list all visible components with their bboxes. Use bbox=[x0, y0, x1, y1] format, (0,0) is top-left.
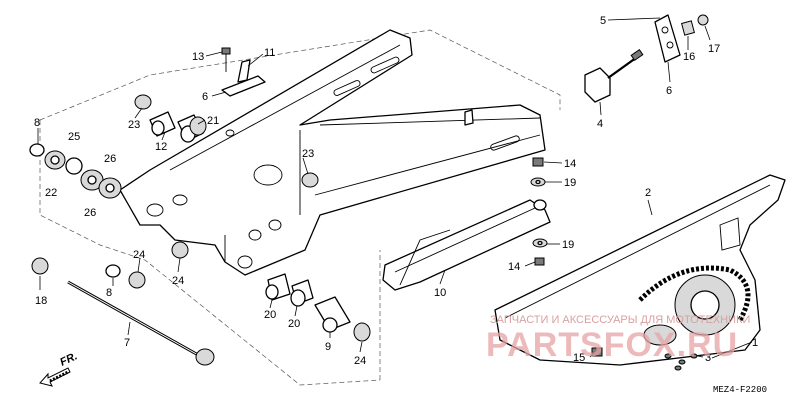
drive-chain bbox=[638, 265, 751, 346]
diagram-code: MEZ4-F2200 bbox=[713, 385, 767, 395]
callout-14: 14 bbox=[508, 261, 520, 273]
callout-23: 23 bbox=[302, 148, 314, 160]
callout-22: 22 bbox=[45, 187, 57, 199]
sprocket-bolts bbox=[664, 353, 698, 371]
brake-hose-clamp bbox=[221, 59, 266, 97]
callout-17: 17 bbox=[708, 43, 720, 55]
assembly-outline bbox=[39, 29, 561, 121]
callout-18: 18 bbox=[35, 295, 47, 307]
callout-13: 13 bbox=[192, 51, 204, 63]
bolt-washer-set-upper bbox=[530, 157, 546, 187]
callout-7: 7 bbox=[124, 337, 130, 349]
callout-23: 23 bbox=[128, 119, 140, 131]
callout-15: 15 bbox=[573, 352, 585, 364]
adjuster-plate bbox=[654, 14, 709, 63]
callout-10: 10 bbox=[434, 287, 446, 299]
callout-26: 26 bbox=[84, 207, 96, 219]
callout-20: 20 bbox=[288, 318, 300, 330]
callout-9: 9 bbox=[325, 341, 331, 353]
front-arrow bbox=[39, 367, 71, 387]
callout-19: 19 bbox=[564, 177, 576, 189]
bolt-13 bbox=[221, 47, 231, 72]
pivot-parts-left bbox=[29, 143, 122, 199]
callout-1: 1 bbox=[752, 337, 758, 349]
callout-19: 19 bbox=[562, 239, 574, 251]
callout-25: 25 bbox=[68, 131, 80, 143]
callout-8: 8 bbox=[34, 117, 40, 129]
callout-4: 4 bbox=[597, 118, 603, 130]
callout-26: 26 bbox=[104, 153, 116, 165]
front-label: FR. bbox=[58, 350, 79, 368]
pivot-bolt bbox=[67, 280, 215, 366]
pivot-parts-lower bbox=[31, 241, 371, 342]
callout-21: 21 bbox=[207, 115, 219, 127]
chain-adjuster bbox=[584, 48, 644, 103]
callout-12: 12 bbox=[155, 141, 167, 153]
watermark-tagline: ЗАПЧАСТИ И АКСЕССУАРЫ ДЛЯ МОТОТЕХНИКИ bbox=[490, 314, 750, 326]
callout-3: 3 bbox=[705, 352, 711, 364]
bolt-washer-set-lower bbox=[532, 238, 548, 266]
callout-6: 6 bbox=[202, 91, 208, 103]
callout-2: 2 bbox=[645, 187, 651, 199]
callout-labels: 13 11 6 8 25 22 26 26 23 21 12 23 18 24 … bbox=[34, 15, 758, 367]
callout-24: 24 bbox=[354, 355, 366, 367]
callout-11: 11 bbox=[264, 47, 275, 59]
callout-16: 16 bbox=[683, 51, 695, 63]
callout-24: 24 bbox=[133, 249, 145, 261]
callout-24: 24 bbox=[172, 275, 184, 287]
leader-lines bbox=[37, 17, 753, 359]
callout-20: 20 bbox=[264, 309, 276, 321]
watermark-logo: PARTSFOX.RU bbox=[486, 326, 738, 364]
swingarm bbox=[119, 29, 546, 276]
callout-6: 6 bbox=[666, 85, 672, 97]
bolt-15 bbox=[591, 347, 603, 357]
assembly-outline-left bbox=[39, 120, 381, 386]
callout-14: 14 bbox=[564, 158, 576, 170]
bushings-upper bbox=[134, 94, 319, 188]
callout-8: 8 bbox=[106, 287, 112, 299]
chain-slider bbox=[382, 199, 551, 291]
callout-5: 5 bbox=[600, 15, 606, 27]
